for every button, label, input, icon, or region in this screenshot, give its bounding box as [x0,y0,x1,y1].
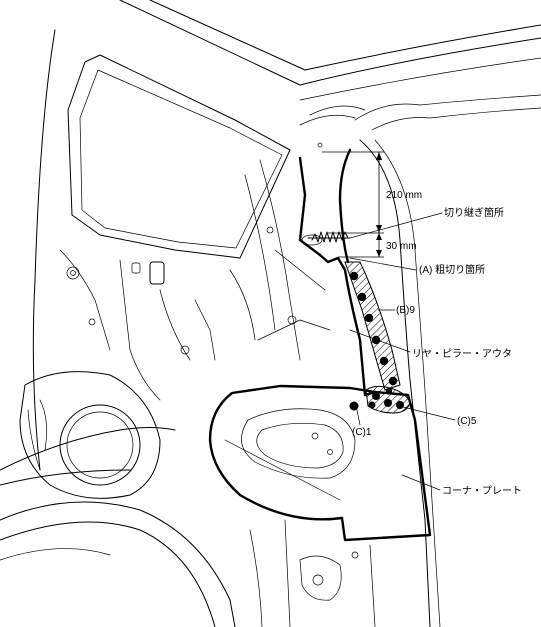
cut-boundary-pillar [298,156,377,397]
label-b9: (B)9 [396,305,415,316]
label-c1: (C)1 [352,427,372,438]
wheel-arch [0,501,236,627]
roof-outline [119,0,541,101]
pillar-structure [244,94,541,361]
leader-lines [349,212,456,491]
label-dim-210: 210 mm [386,190,422,201]
label-rear-pillar-outer: リヤ・ピラー・アウタ [412,348,512,360]
fuel-filler-housing [19,371,161,499]
quarter-window [67,54,291,259]
cut-joint-zigzag [311,231,349,243]
spot-welds-b [349,271,398,386]
left-body-panels [0,29,256,486]
right-body-edge [359,139,441,627]
hatched-weld-strip [344,261,401,391]
pillar-right-edge [338,148,352,264]
label-dim-30: 30 mm [386,241,417,252]
label-c5: (C)5 [457,416,477,427]
corner-plate-inner [241,408,356,479]
label-corner-plate: コーナ・プレート [442,485,522,497]
dimension-210 [322,151,384,234]
label-cut-joint: 切り継ぎ箇所 [444,206,504,219]
corner-plate-outline [208,384,432,542]
lower-details [249,519,376,627]
spot-welds-c [349,387,404,411]
label-rough-cut: (A) 粗切り箇所 [419,263,485,276]
dimension-30 [338,233,384,258]
